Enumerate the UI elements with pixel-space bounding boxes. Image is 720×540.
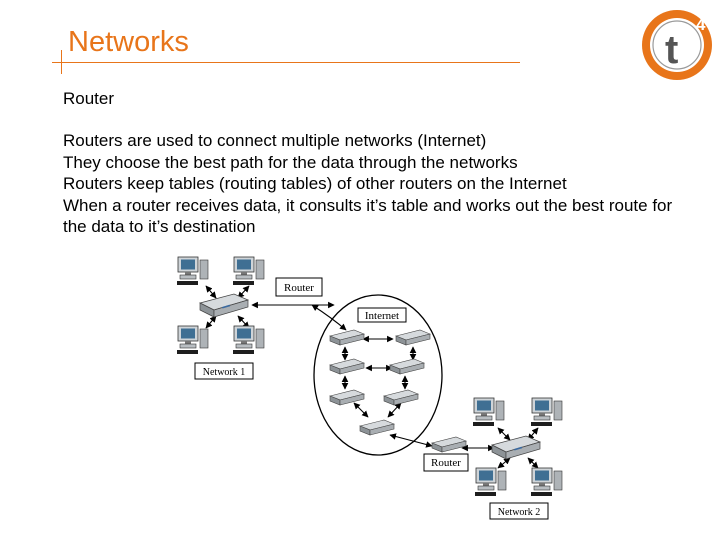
slide-title: Networks	[68, 22, 189, 62]
body-line: When a router receives data, it consults…	[63, 195, 673, 238]
computer-icon	[473, 398, 504, 426]
computer-icon	[475, 468, 506, 496]
slide-body: Routers are used to connect multiple net…	[63, 130, 673, 238]
computer-icon	[177, 257, 208, 285]
router-icon	[432, 437, 466, 452]
t4-logo-icon: t 4	[639, 7, 715, 83]
router-icon	[200, 294, 248, 317]
internet-label: Internet	[365, 310, 399, 322]
logo-superscript: 4	[696, 15, 706, 34]
computer-icon	[233, 257, 264, 285]
network-diagram: Router Internet Network 1 Router Network…	[160, 250, 580, 526]
computer-icon	[531, 468, 562, 496]
router-label-bottom: Router	[431, 457, 461, 469]
body-line: Routers keep tables (routing tables) of …	[63, 173, 673, 195]
arrow-pc-router	[206, 286, 216, 298]
router-label-top: Router	[284, 282, 314, 294]
computer-icon	[177, 326, 208, 354]
arrow-pc-router	[498, 428, 510, 440]
network-1-label: Network 1	[203, 367, 246, 378]
router-icon	[492, 436, 540, 459]
computer-icon	[233, 326, 264, 354]
body-line: They choose the best path for the data t…	[63, 152, 673, 174]
computer-icon	[531, 398, 562, 426]
body-line: Routers are used to connect multiple net…	[63, 130, 673, 152]
arrow-pc-router	[498, 458, 510, 468]
slide-subtitle: Router	[63, 88, 114, 110]
title-underline	[52, 62, 520, 63]
arrow-pc-router	[528, 458, 538, 468]
logo-letter: t	[665, 28, 678, 72]
network-2-label: Network 2	[498, 507, 541, 518]
arrow-pc-router	[206, 316, 216, 328]
